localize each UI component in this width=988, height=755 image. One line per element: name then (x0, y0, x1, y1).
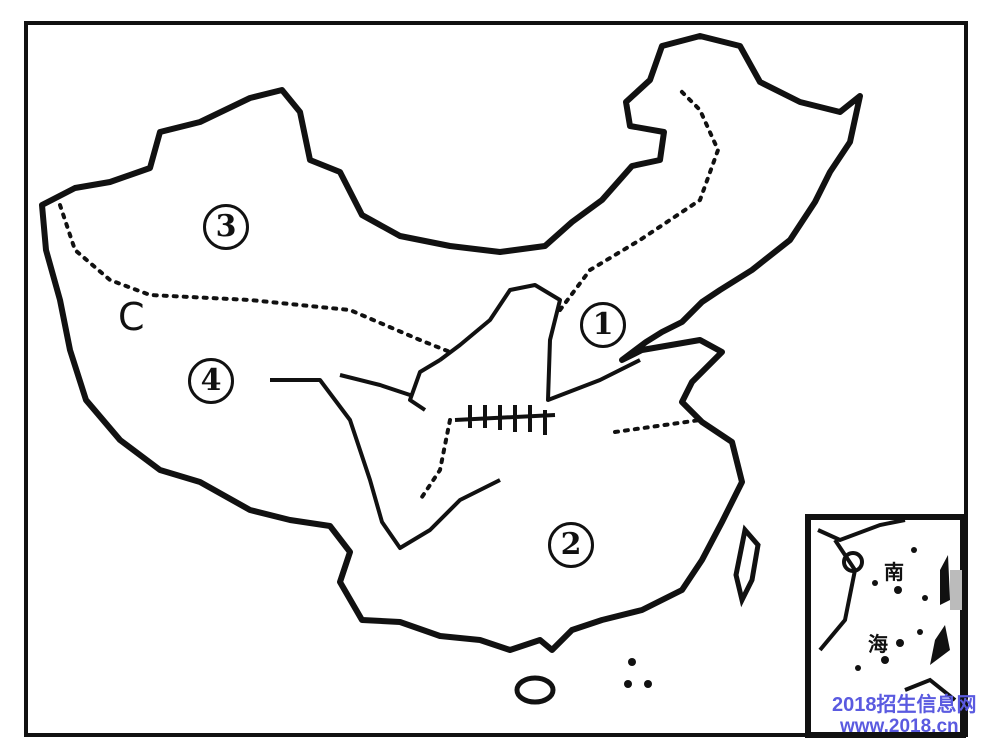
map-frame (24, 21, 968, 737)
taiwan-island (733, 524, 761, 608)
internal-boundary (58, 88, 721, 502)
point-label-c: C (118, 295, 145, 339)
watermark-title: 2018招生信息网 (832, 694, 977, 716)
south-china-sea-inset (805, 514, 966, 738)
inset-label-nan: 南 (884, 560, 904, 584)
mountain-hatch (454, 405, 556, 435)
region-label-2: 2 (548, 522, 594, 568)
hainan-island (514, 675, 556, 705)
region-label-4: 4 (188, 358, 234, 404)
country-outline (39, 33, 863, 653)
region-label-1: 1 (580, 302, 626, 348)
rivers-and-boundaries (270, 283, 641, 550)
watermark-url: www.2018.cn (840, 716, 959, 737)
region-label-3: 3 (203, 204, 249, 250)
inset-label-hai: 海 (868, 632, 888, 656)
